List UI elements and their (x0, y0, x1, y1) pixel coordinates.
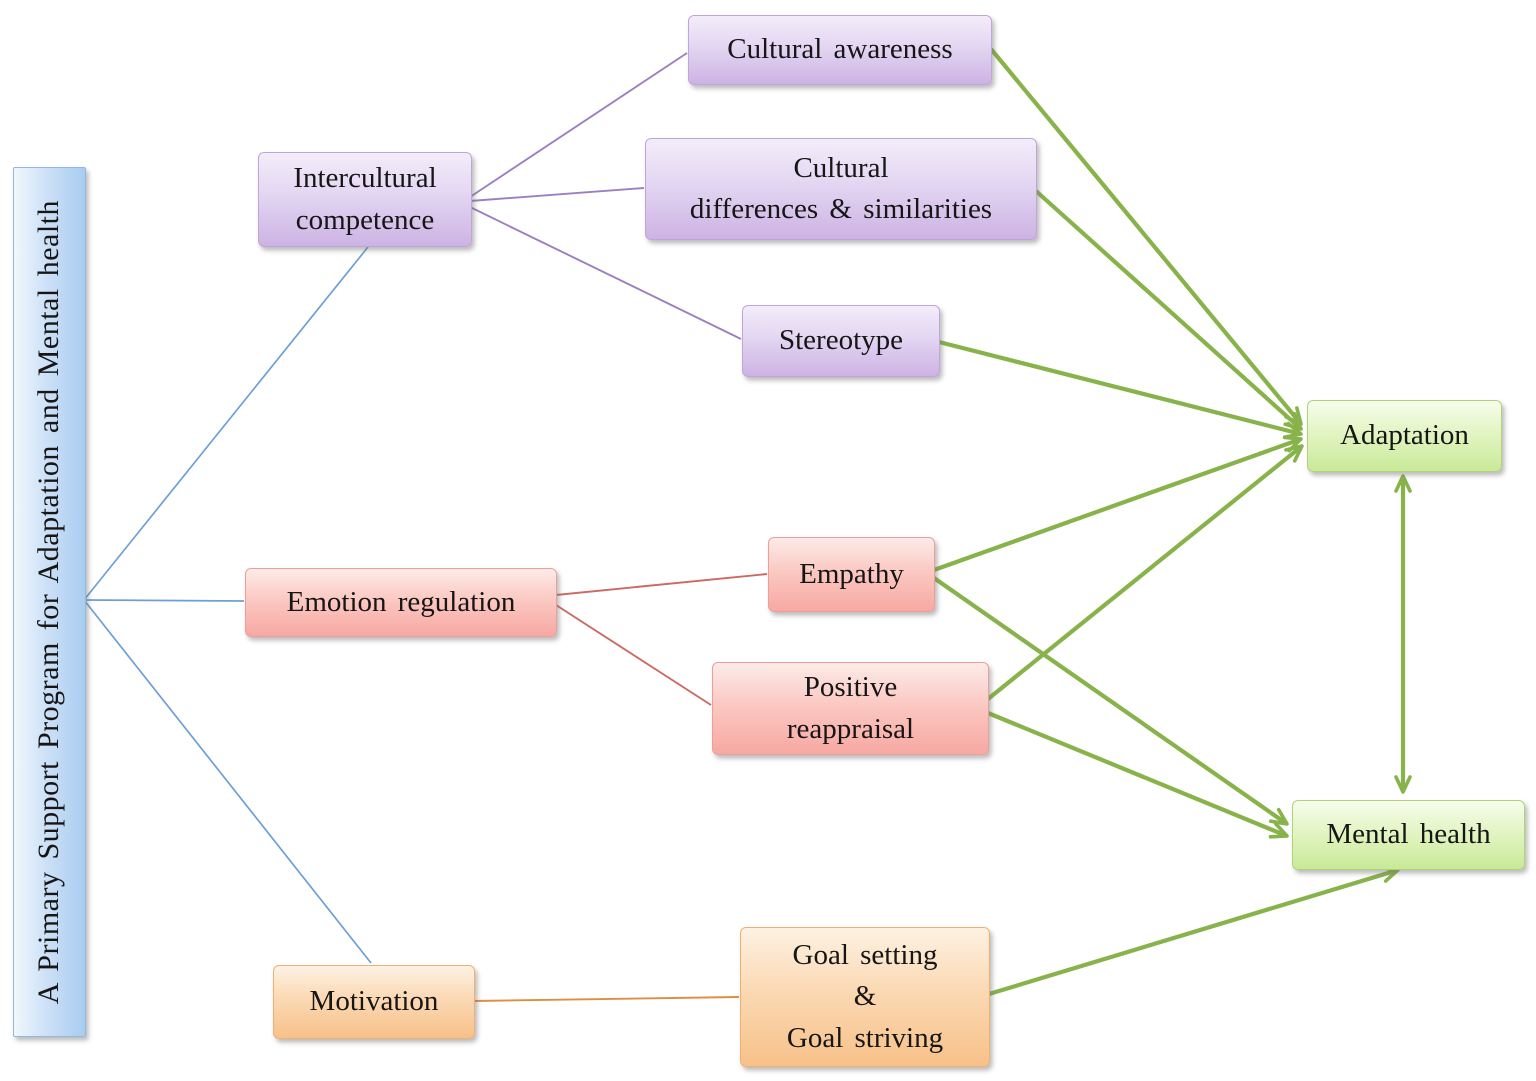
edge-empathy-adaptation (933, 435, 1303, 572)
node-stereotype: Stereotype (742, 305, 940, 377)
edge-empathy-mental (932, 576, 1289, 826)
node-empathy: Empathy (768, 537, 935, 612)
edge-positive-mental (987, 711, 1289, 839)
node-motivation: Motivation (273, 965, 475, 1039)
node-label: Mental health (1326, 818, 1491, 851)
node-goal-setting-striving: Goal setting & Goal striving (740, 927, 990, 1067)
node-mental-health: Mental health (1292, 800, 1525, 870)
edge-cultaware-adaptation (989, 47, 1303, 426)
edge-intercultural-stereotype (469, 206, 742, 340)
node-positive-reappraisal: Positive reappraisal (712, 662, 989, 755)
node-label: Goal setting & Goal striving (786, 939, 944, 1054)
edge-cultdiff-adaptation (1034, 189, 1303, 431)
edge-intercultural-cultaware (469, 52, 688, 198)
node-cultural-awareness: Cultural awareness (688, 15, 992, 85)
node-intercultural-competence: Intercultural competence (258, 152, 472, 247)
program-title-text: A Primary Support Program for Adaptation… (32, 199, 66, 1005)
node-emotion-regulation: Emotion regulation (245, 568, 557, 637)
edge-intercultural-cultdiff (469, 187, 645, 202)
edge-emotion-empathy (555, 573, 768, 596)
edge-program-motivation (83, 599, 372, 964)
node-adaptation: Adaptation (1307, 400, 1502, 472)
edge-motivation-goal (473, 996, 740, 1002)
node-label: Motivation (309, 985, 439, 1018)
node-label: Stereotype (778, 324, 903, 357)
program-title-bar: A Primary Support Program for Adaptation… (13, 167, 86, 1037)
node-label: Empathy (799, 557, 904, 590)
edge-stereotype-adaptation (938, 339, 1303, 439)
node-label: Cultural awareness (727, 33, 953, 66)
node-label: Intercultural competence (293, 162, 437, 236)
node-label: Adaptation (1340, 419, 1469, 452)
edge-emotion-positive (555, 604, 712, 706)
node-label: Cultural differences & similarities (689, 151, 993, 225)
edge-positive-adaptation (986, 444, 1304, 701)
edge-program-intercultural (83, 246, 369, 601)
edge-goal-mental (988, 865, 1400, 997)
node-label: Positive reappraisal (786, 671, 915, 745)
node-cultural-differences-similarities: Cultural differences & similarities (645, 138, 1037, 240)
node-label: Emotion regulation (286, 585, 516, 618)
edge-program-emotion (83, 599, 245, 602)
